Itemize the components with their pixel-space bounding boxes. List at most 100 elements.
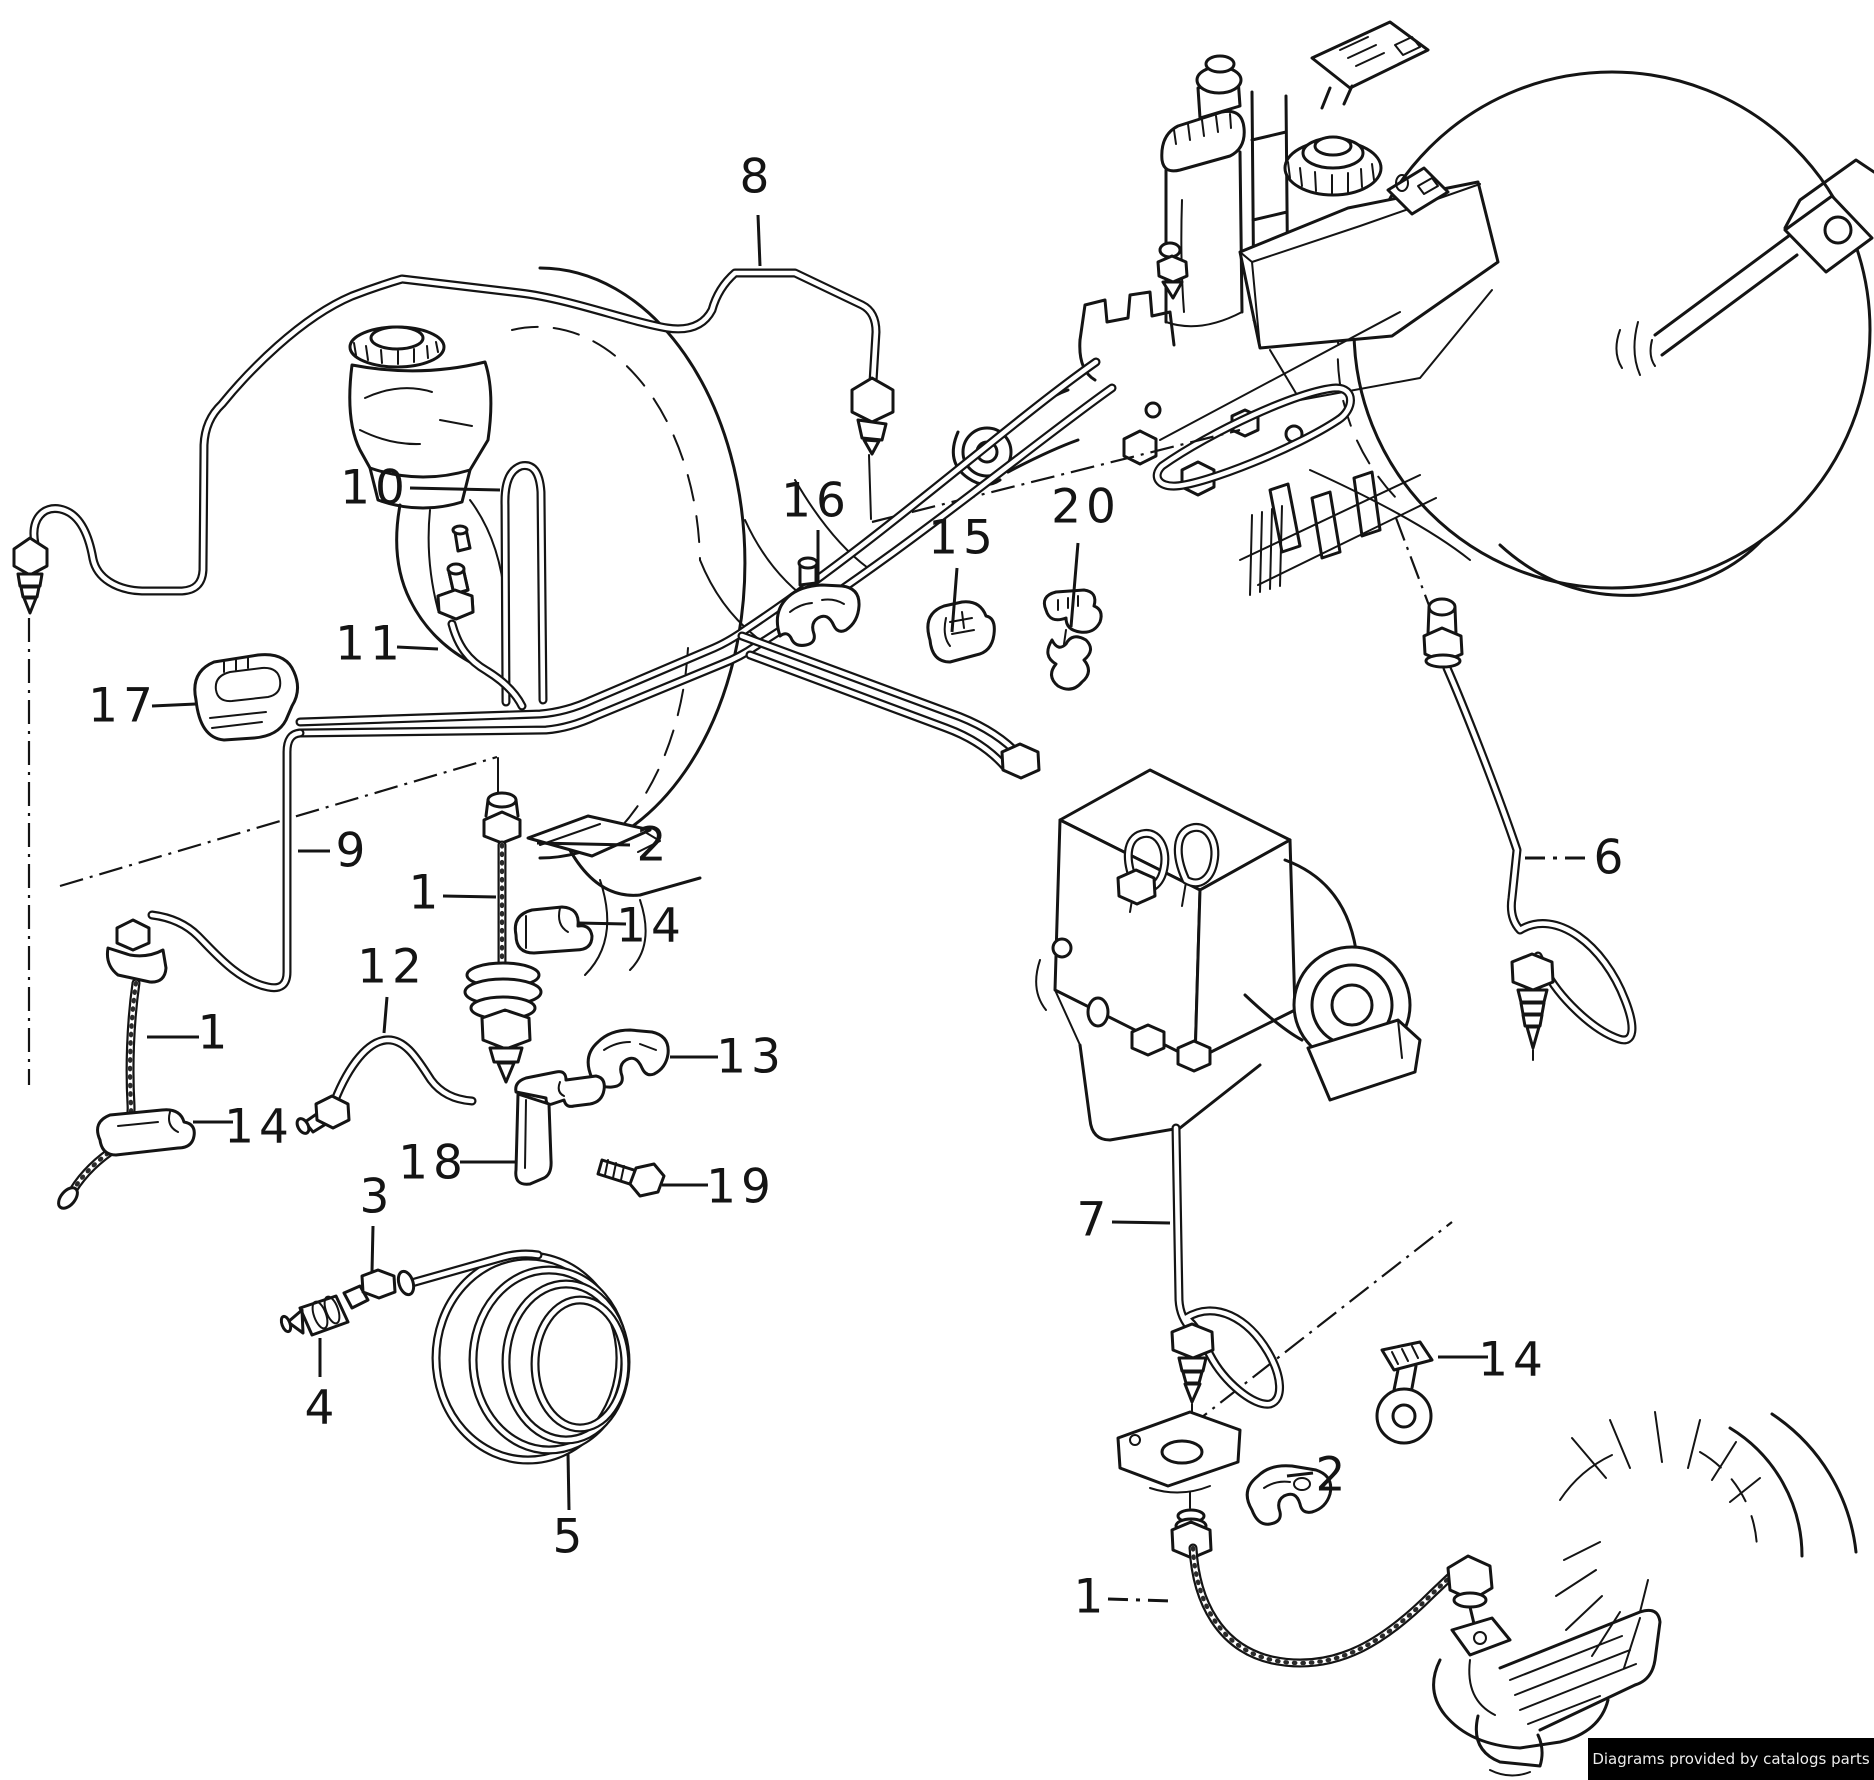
pipe-11-brake-line — [452, 624, 522, 706]
callout-number: 13 — [716, 1030, 786, 1085]
callout-leader — [1069, 542, 1080, 628]
abs-hydraulic-unit — [1000, 742, 1422, 1142]
callout-number: 17 — [88, 679, 158, 734]
callout-leader — [536, 841, 631, 847]
rear-right-brake-hose-1 — [1193, 1548, 1452, 1663]
callout-number: 12 — [357, 940, 427, 995]
bleeder-fitting-pipe7 — [1170, 1322, 1215, 1419]
clip-2-bottom — [1245, 1464, 1333, 1526]
brake-caliper-right — [1432, 1411, 1858, 1777]
callout-number: 2 — [637, 818, 672, 873]
callout-1: 1 — [147, 1006, 233, 1061]
callout-number: 1 — [1074, 1570, 1109, 1625]
callout-6: 6 — [1523, 831, 1629, 886]
clamp-14-mid — [513, 905, 594, 955]
callout-1: 1 — [1074, 1570, 1173, 1625]
callout-9: 9 — [298, 824, 371, 879]
bracket-pipe7 — [1116, 1410, 1242, 1560]
callout-15: 15 — [928, 511, 998, 633]
union-fitting-4 — [279, 1294, 350, 1337]
callout-20: 20 — [1051, 480, 1121, 628]
callout-1: 1 — [409, 866, 497, 921]
callout-13: 13 — [670, 1030, 786, 1085]
clamp-14-right — [1375, 1340, 1434, 1445]
callout-19: 19 — [662, 1160, 776, 1215]
callout-10: 10 — [340, 461, 501, 516]
callout-number: 5 — [553, 1510, 588, 1565]
callout-5: 5 — [553, 1452, 588, 1565]
bleeder-fitting-pipe11 — [436, 562, 475, 621]
callout-number: 6 — [1594, 831, 1629, 886]
master-cylinder-booster-assembly — [951, 20, 1874, 597]
callout-number: 4 — [305, 1381, 340, 1436]
callout-number: 1 — [409, 866, 444, 921]
callout-leader — [409, 486, 501, 492]
fitting-pipe6-top — [1422, 597, 1464, 669]
callout-leader — [151, 702, 197, 708]
callout-number: 18 — [398, 1136, 468, 1191]
callout-leader — [1111, 1220, 1171, 1225]
callout-18: 18 — [398, 1136, 516, 1191]
callout-number: 19 — [706, 1160, 776, 1215]
bracket-2-mid — [526, 814, 652, 858]
callout-11: 11 — [335, 617, 439, 672]
callout-leader — [1286, 1471, 1314, 1478]
pipe-9-brake-line — [152, 733, 300, 988]
fitting-pipe8-left — [12, 536, 49, 615]
callout-leader — [442, 894, 497, 899]
clip-15 — [926, 600, 996, 664]
callout-2: 2 — [536, 818, 672, 873]
pipe-10-reservoir-loop — [505, 466, 543, 702]
front-left-brake-hose-1 — [57, 918, 196, 1210]
clip-17 — [193, 653, 299, 742]
callout-number: 16 — [781, 474, 851, 529]
bracket-18 — [514, 1070, 606, 1186]
callout-leader — [566, 1452, 571, 1511]
clip-13 — [586, 1028, 670, 1089]
watermark: Diagrams provided by catalogs parts — [1588, 1738, 1874, 1780]
callout-leader — [577, 921, 627, 926]
callout-16: 16 — [781, 474, 851, 582]
callout-number: 8 — [740, 150, 775, 205]
callout-leader — [950, 567, 959, 633]
callout-number: 1 — [198, 1006, 233, 1061]
callout-14: 14 — [193, 1100, 294, 1155]
callout-number: 9 — [336, 824, 371, 879]
centerlines — [27, 428, 1453, 1429]
callout-14: 14 — [1438, 1333, 1548, 1388]
union-fitting-3 — [342, 1268, 397, 1310]
callout-7: 7 — [1077, 1193, 1171, 1248]
fitting-pipe8-right — [850, 376, 895, 456]
fitting-pipe12-left — [295, 1094, 351, 1135]
callout-number: 11 — [335, 617, 405, 672]
callout-number: 14 — [1478, 1333, 1548, 1388]
callout-17: 17 — [88, 679, 197, 734]
callout-12: 12 — [357, 940, 427, 1034]
callout-4: 4 — [305, 1338, 340, 1436]
callout-number: 14 — [616, 899, 686, 954]
callout-number: 3 — [360, 1170, 395, 1225]
bolt-19 — [596, 1158, 666, 1198]
callout-number: 20 — [1051, 480, 1121, 535]
callout-8: 8 — [740, 150, 775, 267]
callout-3: 3 — [360, 1170, 395, 1273]
callout-number: 2 — [1316, 1448, 1351, 1503]
pipe-12-brake-hose — [332, 1040, 472, 1108]
callout-14: 14 — [577, 899, 686, 954]
callout-2: 2 — [1286, 1448, 1351, 1503]
callout-leader — [396, 645, 439, 651]
callout-leader — [382, 996, 389, 1034]
callout-number: 7 — [1077, 1193, 1112, 1248]
callout-number: 10 — [340, 461, 410, 516]
callout-number: 14 — [224, 1100, 294, 1155]
callout-leader — [756, 214, 762, 267]
callout-leader — [1107, 1597, 1173, 1603]
coiled-pipe-5 — [396, 1254, 626, 1460]
grommet-14-left — [96, 1108, 196, 1157]
bleeder-fitting-pipe6 — [1510, 952, 1555, 1061]
center-brake-hose-assembly — [463, 791, 661, 1084]
callout-number: 15 — [928, 511, 998, 566]
